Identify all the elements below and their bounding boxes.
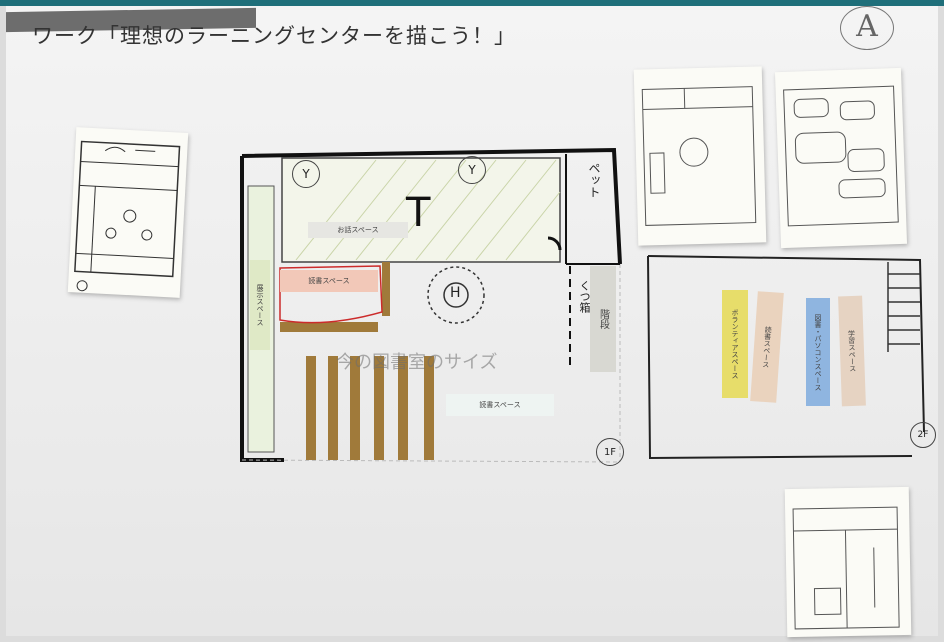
second-plan-drawing xyxy=(647,255,925,460)
left-sketch-sheet xyxy=(67,127,189,298)
left-column-note: 展示スペース xyxy=(250,260,270,350)
main-plan-drawing xyxy=(240,147,622,463)
floor-1f-label: 1F xyxy=(596,438,624,466)
bottom-space-note: 読書スペース xyxy=(446,394,554,416)
pc-space-note: 図書・パソコンスペース xyxy=(806,298,830,406)
top-right-sheet-2 xyxy=(774,67,908,249)
group-badge: A xyxy=(840,6,894,50)
sheet-1-drawing xyxy=(641,86,757,226)
poster-title: ワーク「理想のラーニングセンターを描こう！」 xyxy=(32,24,516,48)
table-letter: H xyxy=(450,285,461,301)
second-floor-plan: ボランティアスペース 読書スペース 図書・パソコンスペース 学習スペース 2F xyxy=(644,248,936,464)
bottom-sheet-drawing xyxy=(792,506,900,630)
pet-text: ペット xyxy=(587,162,601,198)
window-top-bar xyxy=(0,0,944,6)
teacher-letter: T xyxy=(406,190,431,236)
study-space-note: 学習スペース xyxy=(838,295,866,407)
stair-tag: 階段 xyxy=(590,266,616,372)
top-right-sheet-1 xyxy=(633,66,767,246)
main-floor-plan: Y Y T H お話スペース 読書スペース 展示スペース 読書スペース 階段 今… xyxy=(236,140,626,468)
left-sketch-drawing xyxy=(74,140,181,292)
bottom-right-sheet xyxy=(784,486,912,638)
y-circle-right: Y xyxy=(458,156,486,184)
volunteer-note: ボランティアスペース xyxy=(722,290,748,398)
talk-space-note: お話スペース xyxy=(308,222,408,238)
sheet-2-drawing xyxy=(783,85,899,227)
floor-2f-label: 2F xyxy=(910,422,936,448)
shoe-box-text: くつ箱 xyxy=(578,280,591,313)
y-circle-left: Y xyxy=(292,160,320,188)
reading-space-note: 読書スペース xyxy=(280,270,378,292)
area-size-text: 今の図書室のサイズ xyxy=(336,352,498,373)
